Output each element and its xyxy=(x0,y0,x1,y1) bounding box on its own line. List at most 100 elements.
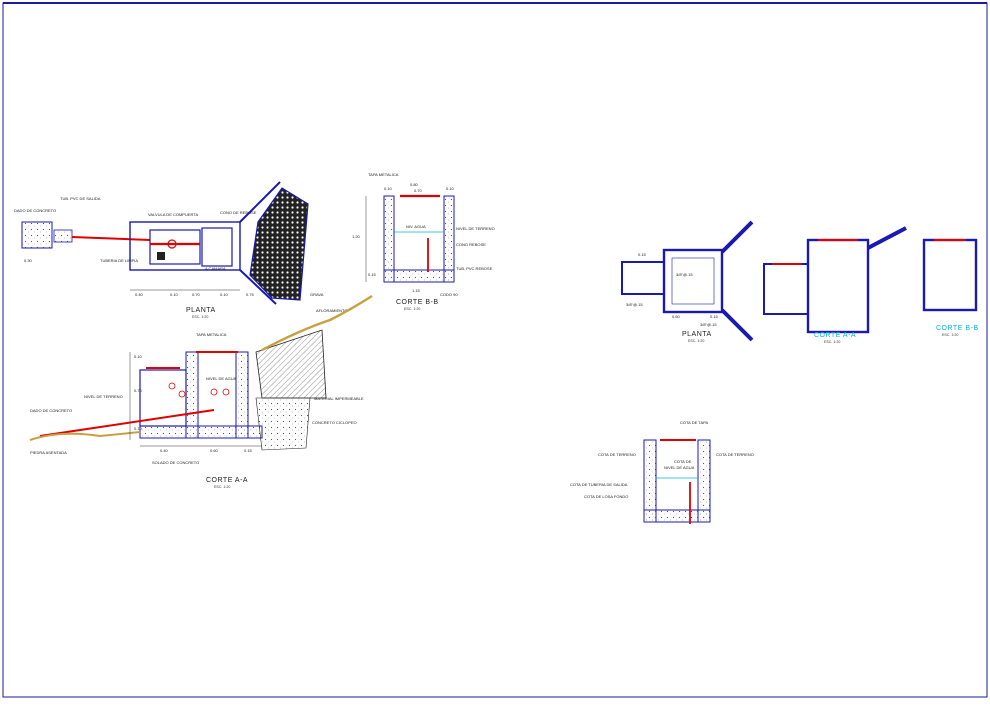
right-section-bb-view: CORTE B-B ESC. 1:20 xyxy=(922,238,979,337)
cleanout-square xyxy=(157,252,165,260)
ss-note-3: COTA DE xyxy=(674,459,692,464)
note-5: A CAMARA xyxy=(205,266,226,271)
aa-dim-4: 0.60 xyxy=(210,448,219,453)
wing-wall-top xyxy=(239,181,281,223)
rp-scale: ESC. 1:20 xyxy=(688,339,704,343)
aa-note-2: NIVEL DE TERRENO xyxy=(84,394,123,399)
plan-chamber xyxy=(149,229,201,265)
left-plan-view: 0.30 0.40 0.10 0.70 0.10 0.75 DADO DE CO… xyxy=(14,181,348,319)
raa-title: CORTE A-A xyxy=(814,332,856,339)
rbb-title: CORTE B-B xyxy=(936,325,979,332)
aa-title: CORTE A-A xyxy=(206,477,248,484)
section-bb-view: 0.80 0.10 0.70 0.10 1.20 0.15 1.15 TAPA … xyxy=(352,172,495,311)
bb-note-4: TUB. PVC REBOSE xyxy=(456,266,493,271)
aa-slab xyxy=(139,425,263,439)
bb-note-1: NIVEL DE TERRENO xyxy=(456,226,495,231)
ss-note-1: COTA DE TERRENO xyxy=(598,452,636,457)
aa-wall-right xyxy=(235,351,249,439)
note-0: DADO DE CONCRETO xyxy=(14,208,56,213)
bb-wall-right xyxy=(443,195,455,283)
rp-dim-2: 0.15 xyxy=(710,314,719,319)
small-section-view: COTA DE TAPA COTA DE TERRENO COTA DE TER… xyxy=(570,420,754,524)
bb-note-2: NIV. AGUA xyxy=(406,224,426,229)
bb-note-0: TAPA METALICA xyxy=(368,172,399,177)
raa-box xyxy=(806,238,870,334)
aa-note-3: MATERIAL IMPERMEABLE xyxy=(314,396,364,401)
bb-slab xyxy=(383,269,455,283)
valve-symbol xyxy=(167,239,177,249)
rbb-scale: ESC. 1:20 xyxy=(942,333,958,337)
bb-dim-3: 0.10 xyxy=(446,186,455,191)
note-2: VALVULA DE COMPUERTA xyxy=(148,212,198,217)
left-plan-scale: ESC. 1:20 xyxy=(192,315,208,319)
rp-wing-top xyxy=(720,220,754,254)
plan-chamber-2 xyxy=(201,227,233,267)
bb-dim-5: 0.15 xyxy=(368,272,377,277)
aa-scale: ESC. 1:20 xyxy=(214,485,230,489)
aa-note-7: CONCRETO CICLOPEO xyxy=(312,420,357,425)
note-1: TUB. PVC DE SALIDA xyxy=(60,196,101,201)
aa-callout-3 xyxy=(210,388,218,396)
aa-note-4: DADO DE CONCRETO xyxy=(30,408,72,413)
aa-callout-2 xyxy=(178,390,186,398)
note-7: AFLORAMIENTO xyxy=(316,308,348,313)
aa-wall-left xyxy=(185,351,199,439)
ss-note-4: NIVEL DE AGUA xyxy=(664,465,695,470)
rp-wing-bottom xyxy=(720,308,754,342)
aa-dim-3: 0.40 xyxy=(160,448,169,453)
wing-wall-bottom xyxy=(239,269,277,305)
aa-note-0: TAPA METALICA xyxy=(196,332,227,337)
aa-note-5: PIEDRA ASENTADA xyxy=(30,450,67,455)
aa-slope xyxy=(261,294,373,352)
aa-dim-2: 0.10 xyxy=(134,426,143,431)
bb-scale: ESC. 1:20 xyxy=(404,307,420,311)
aa-note-6: SOLADO DE CONCRETO xyxy=(152,460,199,465)
section-aa-view: 0.10 0.70 0.10 0.40 0.60 0.15 TAPA METAL… xyxy=(29,294,373,489)
rp-dim-1: 0.60 xyxy=(672,314,681,319)
aa-impermeable xyxy=(255,397,311,451)
dim-0: 0.30 xyxy=(24,258,33,263)
aa-note-1: NIVEL DE AGUA xyxy=(206,376,237,381)
raa-scale: ESC. 1:20 xyxy=(824,340,840,344)
ss-note-5: COTA DE TUBERIA DE SALIDA xyxy=(570,482,628,487)
rp-title: PLANTA xyxy=(682,331,712,338)
dim-3: 0.70 xyxy=(192,292,201,297)
plan-box-outer xyxy=(129,221,241,271)
aa-terrain xyxy=(29,431,141,441)
dim-2: 0.10 xyxy=(170,292,179,297)
dim-5: 0.75 xyxy=(246,292,255,297)
bb-dim-2: 0.70 xyxy=(414,188,423,193)
aa-dim-0: 0.10 xyxy=(134,354,143,359)
bb-note-5: CODO 90 xyxy=(440,292,458,297)
aa-dim-5: 0.15 xyxy=(244,448,253,453)
rbb-box xyxy=(922,238,978,312)
pipe-block xyxy=(53,229,73,243)
aa-callout-1 xyxy=(168,382,176,390)
right-section-aa-view: CORTE A-A ESC. 1:20 xyxy=(763,226,907,344)
rp-rebar-0: 3/8"@.15 xyxy=(676,272,693,277)
aa-valve-box xyxy=(139,369,187,427)
outlet-pipe xyxy=(71,236,151,241)
ss-note-6: COTA DE LOSA FONDO xyxy=(584,494,628,499)
ss-note-2: COTA DE TERRENO xyxy=(716,452,754,457)
rp-rebar-2: 3/8"@.15 xyxy=(700,322,717,327)
dim-1: 0.40 xyxy=(135,292,144,297)
concrete-block xyxy=(21,221,53,249)
bb-wall-left xyxy=(383,195,395,283)
bb-dim-4: 1.20 xyxy=(352,234,361,239)
rp-box-inner xyxy=(671,257,715,305)
left-plan-title: PLANTA xyxy=(186,307,216,314)
bb-dim-0: 0.80 xyxy=(410,182,419,187)
bb-dim-6: 1.15 xyxy=(412,288,421,293)
ss-note-0: COTA DE TAPA xyxy=(680,420,708,425)
rp-dim-0: 0.15 xyxy=(638,252,647,257)
bb-dim-1: 0.10 xyxy=(384,186,393,191)
rp-inlet xyxy=(621,261,665,295)
bb-title: CORTE B-B xyxy=(396,299,439,306)
aa-outlet-pipe xyxy=(39,409,215,437)
right-plan-view: 3/8"@.15 3/8"@.15 3/8"@.15 0.15 0.60 0.1… xyxy=(621,220,754,343)
note-3: CONO DE REBOSE xyxy=(220,210,257,215)
